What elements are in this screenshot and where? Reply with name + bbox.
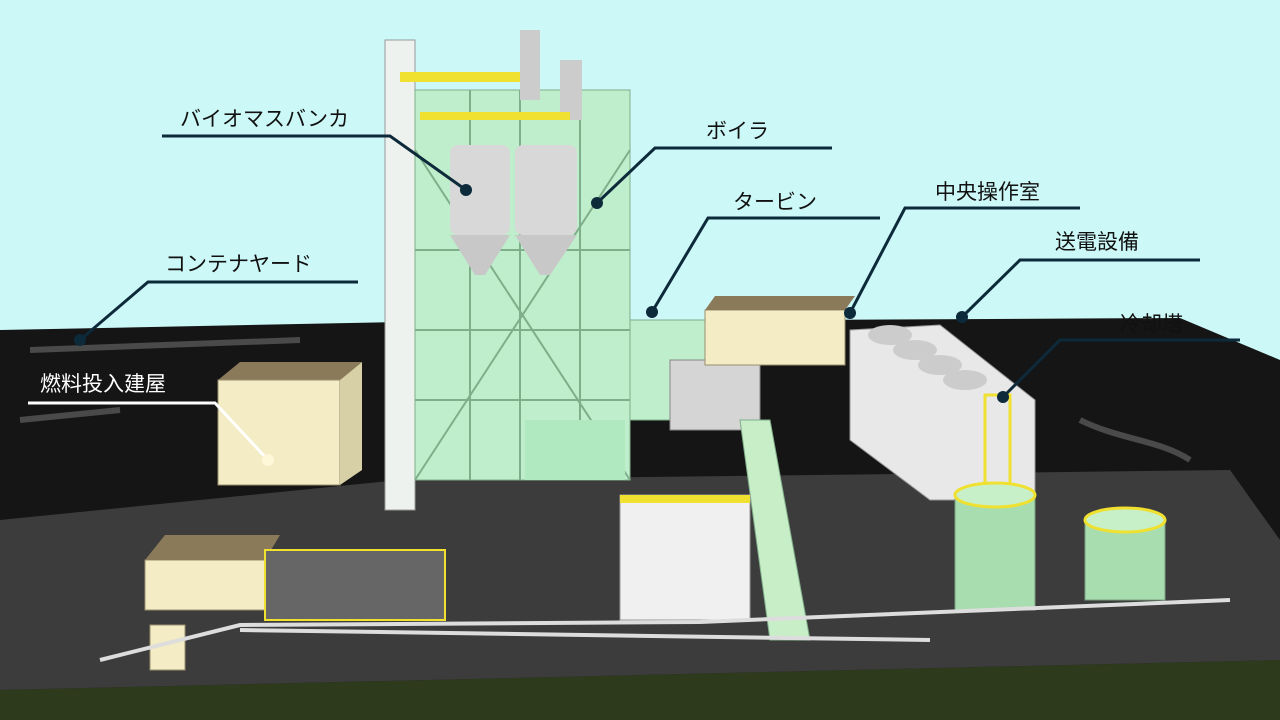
label-transmission-equipment: 送電設備	[1055, 230, 1139, 254]
leader-biomass-bunker	[162, 134, 467, 192]
label-turbine: タービン	[733, 190, 817, 214]
leader-dots	[74, 184, 1009, 466]
label-central-control-room: 中央操作室	[935, 180, 1040, 204]
tanks	[953, 481, 1167, 611]
label-boiler: ボイラ	[706, 119, 769, 143]
cooling-tower-building	[849, 324, 1036, 501]
fuel-input-building	[217, 362, 362, 486]
leader-control-room	[848, 206, 1080, 314]
turbine-area	[629, 319, 811, 641]
label-biomass-bunker: バイオマスバンカ	[180, 107, 350, 131]
label-container-yard: コンテナヤード	[165, 252, 312, 276]
leader-lines	[28, 134, 1240, 462]
label-fuel-input-building: 燃料投入建屋	[40, 372, 166, 396]
leader-transmission	[960, 258, 1200, 319]
ground-edge	[0, 660, 1280, 720]
control-room-building	[704, 296, 855, 366]
leader-boiler	[595, 146, 832, 205]
boiler-structure	[384, 30, 631, 511]
label-cooling-tower: 冷却塔	[1120, 312, 1183, 336]
leader-cooling-tower	[1001, 338, 1240, 399]
leader-fuel-building	[28, 401, 270, 462]
leader-container-yard	[79, 280, 358, 342]
leader-turbine	[650, 216, 880, 313]
